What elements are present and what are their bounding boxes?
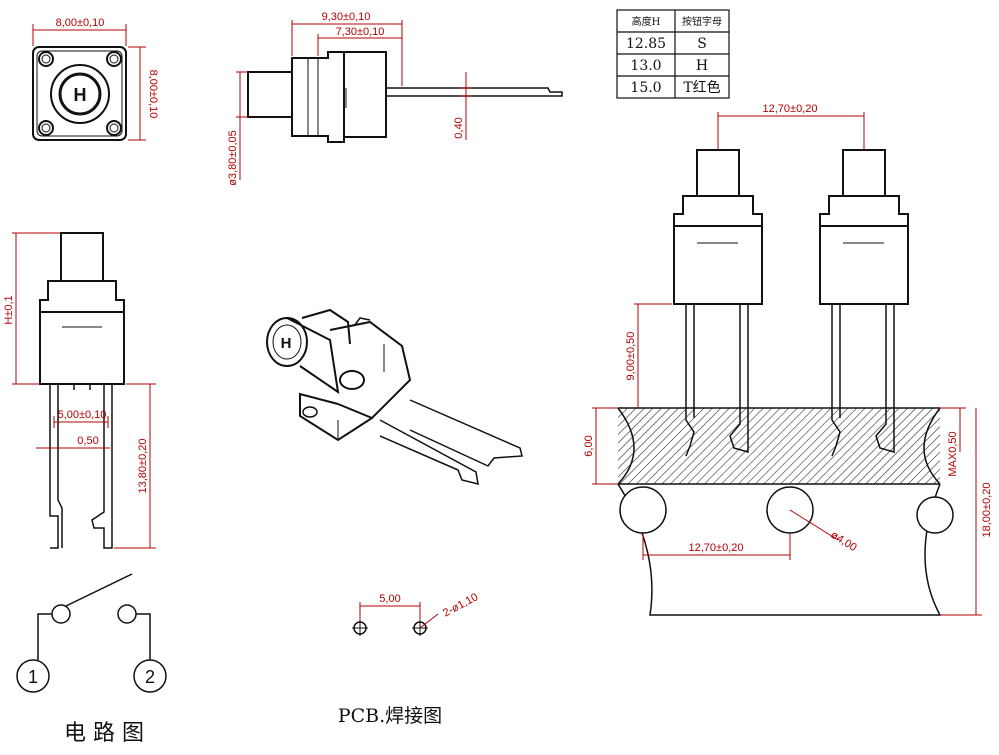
pcb-standoff-dim: 9,00±0,50: [625, 332, 637, 381]
circuit-diagram: [16, 573, 167, 693]
side-view-dims: [236, 20, 472, 180]
top-view-key-letter: H: [74, 85, 87, 105]
top-height-dim: 8,00±0,10: [147, 70, 159, 119]
pcb-hole-dia-dim: ø4,00: [828, 529, 858, 554]
pcb-hole-pitch: 5,00: [379, 593, 400, 605]
pcb-hole-pitch-dim: 12,70±0,20: [689, 542, 744, 554]
table-cell: 13.0: [630, 58, 661, 74]
table-header-height: 高度H: [632, 15, 661, 28]
side-stem-dim: ø3,80±0,05: [227, 130, 239, 186]
pcb-mount-dims: [592, 112, 982, 616]
table-header-letter: 按钮字母: [682, 15, 722, 28]
table-cell: S: [697, 36, 707, 52]
side-overall-dim: 9,30±0,10: [322, 11, 371, 23]
circuit-terminal-1: 1: [28, 667, 38, 687]
pcb-board: [617, 407, 954, 616]
side-view: [247, 51, 563, 143]
height-table: [616, 9, 730, 99]
pcb-board-thickness-dim: 6,00: [583, 435, 595, 456]
isometric-view: [266, 308, 523, 486]
table-cell: 15.0: [630, 80, 661, 96]
pcb-pitch-top-dim: 12,70±0,20: [763, 103, 818, 115]
top-view-dims: [32, 24, 146, 141]
front-lead-width-dim: 0,50: [77, 435, 98, 447]
pcb-hole-pattern: [352, 602, 439, 636]
front-view: [39, 232, 125, 549]
front-lead-length-dim: 13,80±0,20: [137, 439, 149, 494]
pcb-hole-spec: 2-ø1,10: [441, 591, 480, 619]
circuit-terminal-2: 2: [145, 667, 155, 687]
iso-key-letter: H: [281, 335, 292, 352]
front-height-dim: H±0,1: [3, 295, 15, 324]
side-lead-dim: 0,40: [453, 117, 465, 138]
side-body-dim: 7,30±0,10: [336, 26, 385, 38]
table-cell: T红色: [683, 79, 720, 96]
pcb-total-height-dim: 18,00±0,20: [981, 483, 993, 538]
top-view: [32, 46, 127, 141]
top-width-dim: 8,00±0,10: [56, 17, 105, 29]
circuit-caption: 电 路 图: [64, 721, 144, 746]
pcb-switch-right: [819, 149, 909, 457]
front-pitch-dim: 5,00±0,10: [58, 409, 107, 421]
pcb-caption: PCB.焊接图: [338, 705, 442, 727]
pcb-max-protrusion-dim: MAX0,50: [947, 431, 959, 476]
front-view-dims: [12, 232, 156, 549]
pcb-switch-left: [673, 149, 763, 457]
table-cell: H: [696, 58, 708, 74]
table-cell: 12.85: [626, 36, 666, 52]
